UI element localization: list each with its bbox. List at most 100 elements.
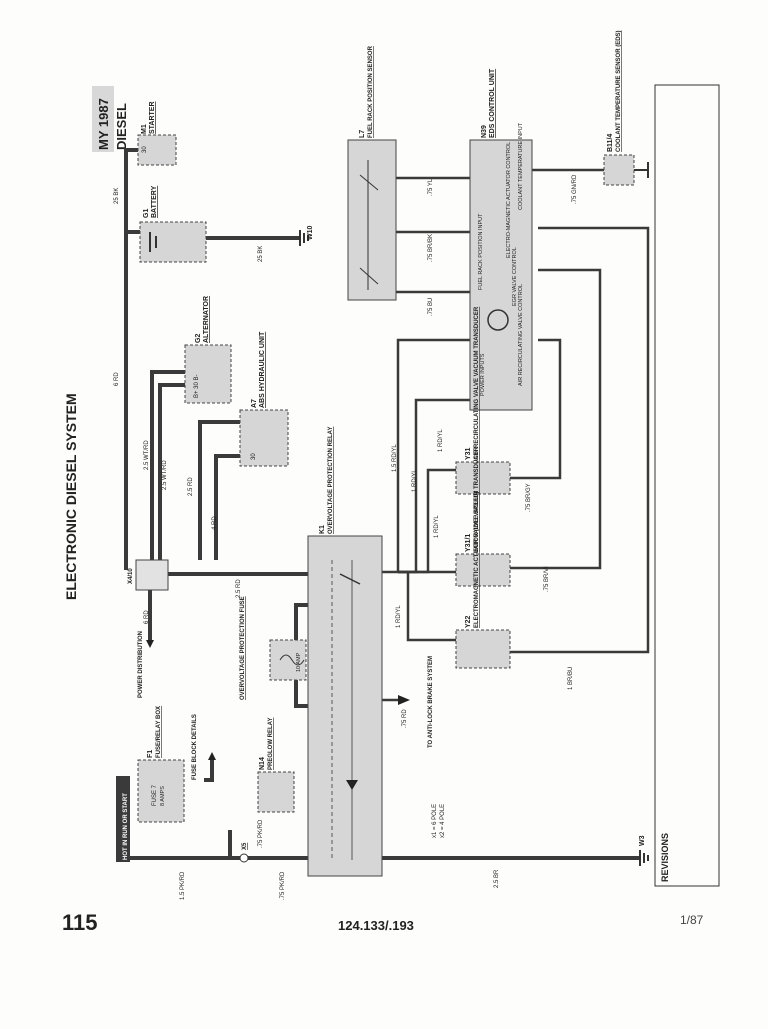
wire-y31: [398, 468, 456, 574]
b11-name: COOLANT TEMPERATURE SENSOR (EDS): [616, 30, 622, 152]
x5-id: X5: [242, 842, 248, 850]
n14-name: PREGLOW RELAY: [268, 718, 274, 770]
n39-actuator-control: ELECTRO-MAGNETIC ACTUATOR CONTROL: [506, 142, 512, 258]
component-l7-sensor: L7 FUEL RACK POSITION SENSOR: [347, 45, 397, 301]
wire-label: .75 RD: [402, 709, 408, 728]
header: MY 1987 DIESEL ELECTRONIC DIESEL SYSTEM: [63, 86, 129, 600]
alternator-id: G2: [195, 334, 202, 343]
wire-label: 25 BK: [258, 246, 264, 262]
y31-id: Y31: [465, 447, 472, 460]
f1-name: FUSE/RELAY BOX: [156, 706, 162, 758]
k1-id: K1: [319, 525, 326, 534]
n14-id: N14: [259, 757, 266, 770]
n39-coolant-input: COOLANT TEMPERATURE INPUT: [518, 122, 524, 210]
abs-name: ABS HYDRAULIC UNIT: [259, 331, 266, 408]
wire-y311-n39: [510, 268, 602, 570]
hot-label-tag: HOT IN RUN OR START: [116, 776, 130, 862]
f1-id: F1: [147, 750, 154, 758]
wire-alternator: [150, 370, 185, 560]
wire-y22: [398, 570, 456, 642]
alternator-name: ALTERNATOR: [203, 296, 210, 343]
engine-type: DIESEL: [114, 103, 129, 150]
component-y31-1: Y31/1 EGR VALVE VACUUM TRANSDUCER: [455, 446, 511, 587]
ovp-fuse-name: OVERVOLTAGE PROTECTION FUSE: [240, 596, 246, 700]
y22-id: Y22: [465, 615, 472, 628]
y31-name: AIR RECIRCULATING VALVE VACUUM TRANSDUCE…: [474, 306, 480, 460]
n39-id: N39: [481, 125, 488, 138]
component-m1-starter: M1 STARTER 30: [137, 101, 177, 166]
wire-label: 1.5 RD/YL: [392, 444, 398, 472]
fuse-block-note: FUSE BLOCK DETAILS: [192, 714, 198, 780]
component-ovp-fuse: OVERVOLTAGE PROTECTION FUSE 10 AMP: [240, 596, 307, 700]
page-number: 115: [62, 910, 98, 935]
l7-name: FUEL RACK POSITION SENSOR: [368, 45, 374, 138]
revision-date: 1/87: [680, 913, 704, 927]
starter-id: M1: [141, 124, 148, 134]
revisions-label: REVISIONS: [660, 833, 670, 882]
component-g2-alternator: G2 ALTERNATOR B+ 30 B-: [184, 296, 232, 404]
component-n14-relay: N14 PREGLOW RELAY: [257, 718, 295, 813]
component-a7-abs: A7 ABS HYDRAULIC UNIT 30: [239, 331, 289, 467]
wire-label: 2.5 RD: [188, 477, 194, 496]
wire-label: 1 RD/YL: [396, 605, 402, 628]
n39-fuel-rack-input: FUEL RACK POSITION INPUT: [478, 213, 484, 290]
wire-abs-a: [198, 420, 240, 560]
connector-x5: X5: [239, 842, 249, 863]
alternator-pins: B+ 30 B-: [194, 374, 200, 398]
component-y31: Y31 AIR RECIRCULATING VALVE VACUUM TRANS…: [455, 306, 511, 495]
wire-abs-b: [214, 454, 240, 560]
component-b11-sensor: B11/4 COOLANT TEMPERATURE SENSOR (EDS): [603, 30, 649, 186]
wire-k1-fuse: [294, 603, 308, 640]
k1-name: OVERVOLTAGE PROTECTION RELAY: [328, 427, 334, 534]
ovp-fuse-rating: 10 AMP: [296, 652, 302, 672]
n39-name: EDS CONTROL UNIT: [489, 68, 496, 138]
abs-id: A7: [251, 399, 258, 408]
wire-label: 2.5 BR: [494, 869, 500, 888]
abs-pin: 30: [251, 453, 257, 460]
wire-label: .75 PK/RD: [258, 819, 264, 848]
model-code: 124.133/.193: [338, 918, 414, 933]
ground-w3: W3: [639, 835, 649, 866]
wire-label: 1 RD/YL: [412, 469, 418, 492]
ground-w3-label: W3: [639, 835, 646, 846]
pole-note-2: x2 = 4 POLE: [440, 804, 446, 838]
wire-label: 1 RD/YL: [438, 429, 444, 452]
wire-labels: 25 BK 25 BK 6 RD 2.5 WT/RD 2.5 WT/RD 2.5…: [114, 174, 578, 900]
signal-wires: [382, 168, 650, 702]
n39-egr-control: EGR VALVE CONTROL: [512, 247, 518, 306]
starter-name: STARTER: [149, 101, 156, 134]
f1-fuse: FUSE 7: [152, 784, 158, 806]
component-k1-relay: K1 OVERVOLTAGE PROTECTION RELAY: [307, 427, 383, 877]
diagram-title: ELECTRONIC DIESEL SYSTEM: [63, 393, 79, 600]
pole-note-1: x1 = 6 POLE: [432, 804, 438, 838]
y22-name: ELECTROMAGNETIC ACTUATOR (IDLE SPEED): [474, 491, 480, 628]
y31-1-name: EGR VALVE VACUUM TRANSDUCER: [474, 446, 480, 552]
hot-label: HOT IN RUN OR START: [123, 793, 129, 860]
to-abs-label: TO ANTI-LOCK BRAKE SYSTEM: [428, 656, 434, 748]
n39-air-recirc-control: AIR RECIRCULATING VALVE CONTROL: [518, 284, 524, 386]
wire-label: 4 RD: [212, 516, 218, 530]
wire-label: 2.5 RD: [236, 579, 242, 598]
power-distribution-label: POWER DISTRIBUTION: [138, 631, 144, 698]
wire-label: 25 BK: [114, 188, 120, 204]
wire-label: 2.5 WT/RD: [144, 440, 150, 470]
starter-pin: 30: [142, 146, 148, 153]
ground-w10-label: W10: [307, 226, 314, 241]
wire-label: 6 RD: [144, 610, 150, 624]
wire-label: .75 BR/GY: [526, 483, 532, 512]
wire-label: .75 GN/RD: [572, 174, 578, 204]
battery-name: BATTERY: [151, 185, 158, 218]
wire-starter-battery: [124, 148, 140, 234]
wire-label: 2.5 WT/RD: [162, 460, 168, 490]
wire-fuse-block: [204, 760, 214, 782]
component-y22: Y22 ELECTROMAGNETIC ACTUATOR (IDLE SPEED…: [455, 491, 511, 669]
wire-label: .75 BU: [428, 298, 434, 316]
wire-label: 1 RD/YL: [434, 515, 440, 538]
wire-y31-n39: [510, 338, 562, 480]
y31-1-id: Y31/1: [465, 534, 472, 552]
wire-fuse-k1: [294, 680, 308, 708]
wire-label: .75 BR/BK: [428, 234, 434, 262]
b11-id: B11/4: [607, 134, 614, 152]
wire-label: .75 PK/RD: [280, 871, 286, 900]
